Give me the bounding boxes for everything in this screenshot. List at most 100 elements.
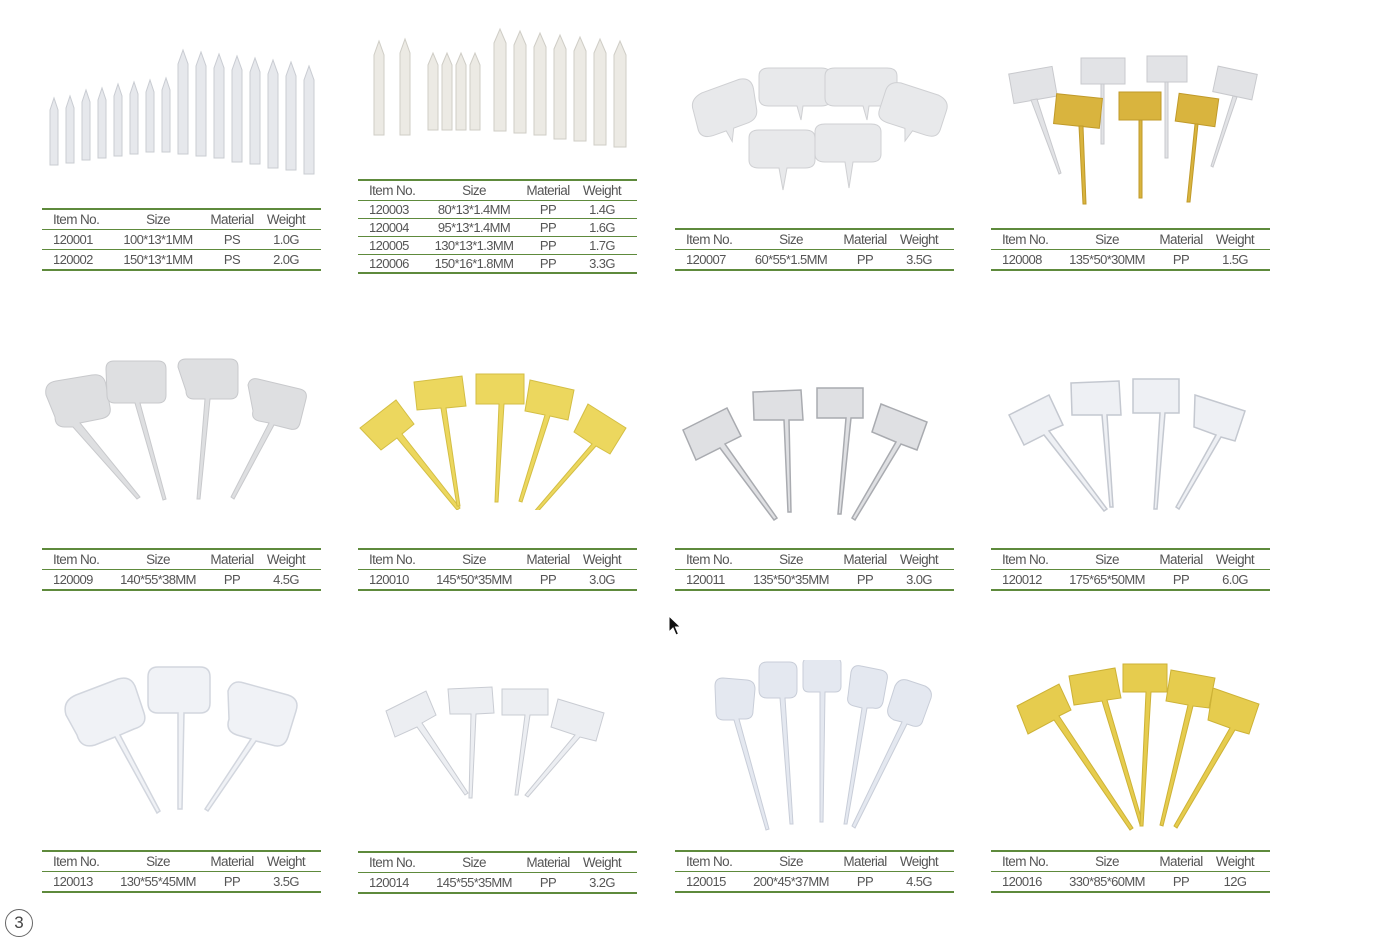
header-weight: Weight: [266, 552, 306, 567]
header-item-no: Item No.: [686, 232, 733, 247]
material: PP: [1172, 572, 1190, 587]
header-weight: Weight: [1215, 232, 1255, 247]
item-no: 120004: [369, 220, 409, 235]
weight: 1.6G: [589, 220, 615, 235]
header-material: Material: [210, 552, 254, 567]
spec-header-row: Item No. Size Material Weight: [675, 852, 954, 871]
spec-row: 120016 330*85*60MM PP 12G: [991, 871, 1270, 891]
item-no: 120015: [686, 874, 726, 889]
material: PP: [539, 238, 557, 253]
spec-table: Item No. Size Material Weight 120008 135…: [991, 228, 1270, 271]
spec-header-row: Item No. Size Material Weight: [42, 210, 321, 229]
header-item-no: Item No.: [1002, 854, 1049, 869]
product-image: [42, 665, 322, 815]
spec-row: 120008 135*50*30MM PP 1.5G: [991, 249, 1270, 269]
spec-table: Item No. Size Material Weight 120016 330…: [991, 850, 1270, 893]
size: 140*55*38MM: [120, 572, 196, 587]
header-material: Material: [526, 855, 570, 870]
spec-row: 120001 100*13*1MM PS 1.0G: [42, 229, 321, 249]
weight: 3.0G: [589, 572, 615, 587]
size: 150*16*1.8MM: [434, 256, 514, 271]
header-item-no: Item No.: [1002, 552, 1049, 567]
header-size: Size: [1095, 854, 1119, 869]
weight: 3.2G: [589, 875, 615, 890]
header-size: Size: [779, 552, 803, 567]
header-weight: Weight: [582, 183, 622, 198]
spec-table: Item No. Size Material Weight 120013 130…: [42, 850, 321, 893]
spec-header-row: Item No. Size Material Weight: [991, 852, 1270, 871]
header-material: Material: [526, 183, 570, 198]
product-image: [358, 25, 638, 150]
weight: 4.5G: [906, 874, 932, 889]
spec-table: Item No. Size Material Weight 120001 100…: [42, 208, 321, 271]
spec-header-row: Item No. Size Material Weight: [42, 852, 321, 871]
spec-table: Item No. Size Material Weight 120012 175…: [991, 548, 1270, 591]
size: 130*13*1.3MM: [434, 238, 514, 253]
spec-row: 120006 150*16*1.8MM PP 3.3G: [358, 254, 637, 272]
spec-table: Item No. Size Material Weight 120010 145…: [358, 548, 637, 591]
header-size: Size: [1095, 232, 1119, 247]
header-size: Size: [462, 183, 486, 198]
size: 145*50*35MM: [436, 572, 512, 587]
spec-row: 120007 60*55*1.5MM PP 3.5G: [675, 249, 954, 269]
product-image: [358, 370, 638, 510]
spec-header-row: Item No. Size Material Weight: [675, 550, 954, 569]
header-weight: Weight: [1215, 854, 1255, 869]
size: 130*55*45MM: [120, 874, 196, 889]
spec-row: 120005 130*13*1.3MM PP 1.7G: [358, 236, 637, 254]
item-no: 120009: [53, 572, 93, 587]
header-weight: Weight: [266, 854, 306, 869]
material: PP: [539, 256, 557, 271]
spec-row: 120015 200*45*37MM PP 4.5G: [675, 871, 954, 891]
size: 80*13*1.4MM: [437, 202, 511, 217]
weight: 1.5G: [1222, 252, 1248, 267]
item-no: 120014: [369, 875, 409, 890]
weight: 3.3G: [589, 256, 615, 271]
spec-header-row: Item No. Size Material Weight: [675, 230, 954, 249]
spec-row: 120002 150*13*1MM PS 2.0G: [42, 249, 321, 269]
size: 175*65*50MM: [1069, 572, 1145, 587]
header-size: Size: [146, 552, 170, 567]
product-image: [675, 660, 955, 835]
item-no: 120007: [686, 252, 726, 267]
weight: 1.7G: [589, 238, 615, 253]
item-no: 120006: [369, 256, 409, 271]
spec-header-row: Item No. Size Material Weight: [358, 181, 637, 200]
header-item-no: Item No.: [53, 212, 100, 227]
material: PP: [539, 875, 557, 890]
spec-row: 120003 80*13*1.4MM PP 1.4G: [358, 200, 637, 218]
header-item-no: Item No.: [53, 552, 100, 567]
spec-header-row: Item No. Size Material Weight: [42, 550, 321, 569]
size: 100*13*1MM: [123, 232, 193, 247]
spec-table: Item No. Size Material Weight 120009 140…: [42, 548, 321, 591]
spec-row: 120004 95*13*1.4MM PP 1.6G: [358, 218, 637, 236]
header-weight: Weight: [899, 232, 939, 247]
header-item-no: Item No.: [686, 854, 733, 869]
header-item-no: Item No.: [686, 552, 733, 567]
weight: 1.4G: [589, 202, 615, 217]
product-image: [991, 50, 1271, 210]
mouse-cursor-icon: [668, 614, 682, 642]
header-material: Material: [843, 552, 887, 567]
material: PP: [539, 202, 557, 217]
size: 150*13*1MM: [123, 252, 193, 267]
material: PS: [223, 232, 241, 247]
material: PS: [223, 252, 241, 267]
size: 60*55*1.5MM: [754, 252, 828, 267]
header-size: Size: [779, 854, 803, 869]
header-weight: Weight: [266, 212, 306, 227]
material: PP: [539, 220, 557, 235]
header-item-no: Item No.: [1002, 232, 1049, 247]
spec-table: Item No. Size Material Weight 120007 60*…: [675, 228, 954, 271]
header-item-no: Item No.: [369, 183, 416, 198]
spec-header-row: Item No. Size Material Weight: [991, 550, 1270, 569]
weight: 2.0G: [273, 252, 299, 267]
header-weight: Weight: [582, 855, 622, 870]
weight: 3.5G: [273, 874, 299, 889]
header-weight: Weight: [899, 552, 939, 567]
header-material: Material: [843, 232, 887, 247]
header-size: Size: [462, 552, 486, 567]
product-image: [42, 40, 322, 180]
spec-table: Item No. Size Material Weight 120011 135…: [675, 548, 954, 591]
header-size: Size: [1095, 552, 1119, 567]
